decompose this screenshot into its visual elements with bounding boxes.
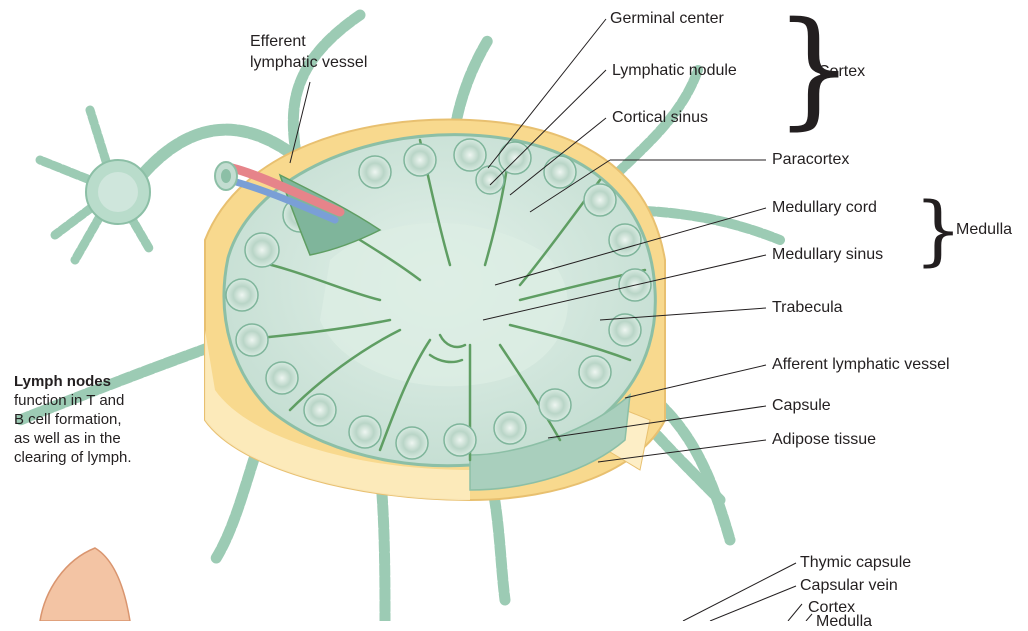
label-efferent-line2: lymphatic vessel: [250, 53, 367, 72]
label-efferent-line1: Efferent: [250, 32, 306, 51]
caption-line3: as well as in the: [14, 429, 132, 448]
caption-line4: clearing of lymph.: [14, 448, 132, 467]
caption-line1: function in T and: [14, 391, 132, 410]
label-trabecula: Trabecula: [772, 298, 843, 317]
label-medullary-cord: Medullary cord: [772, 198, 877, 217]
label-capsule: Capsule: [772, 396, 831, 415]
label-germinal-center: Germinal center: [610, 9, 724, 28]
label-afferent-vessel: Afferent lymphatic vessel: [772, 355, 950, 374]
label-thymus-medulla: Medulla: [816, 612, 872, 631]
small-lymph-node: [40, 110, 150, 260]
label-medulla-group: Medulla: [956, 220, 1012, 239]
label-cortical-sinus: Cortical sinus: [612, 108, 708, 127]
caption-block: Lymph nodes function in T and B cell for…: [14, 372, 132, 467]
label-lymphatic-nodule: Lymphatic nodule: [612, 61, 737, 80]
label-adipose-tissue: Adipose tissue: [772, 430, 876, 449]
label-thymic-capsule: Thymic capsule: [800, 553, 911, 572]
label-cortex-group: Cortex: [818, 62, 865, 81]
label-paracortex: Paracortex: [772, 150, 849, 169]
caption-line2: B cell formation,: [14, 410, 132, 429]
thymus-fragment: [40, 548, 130, 621]
label-capsular-vein: Capsular vein: [800, 576, 898, 595]
label-medullary-sinus: Medullary sinus: [772, 245, 883, 264]
caption-title: Lymph nodes: [14, 373, 111, 390]
